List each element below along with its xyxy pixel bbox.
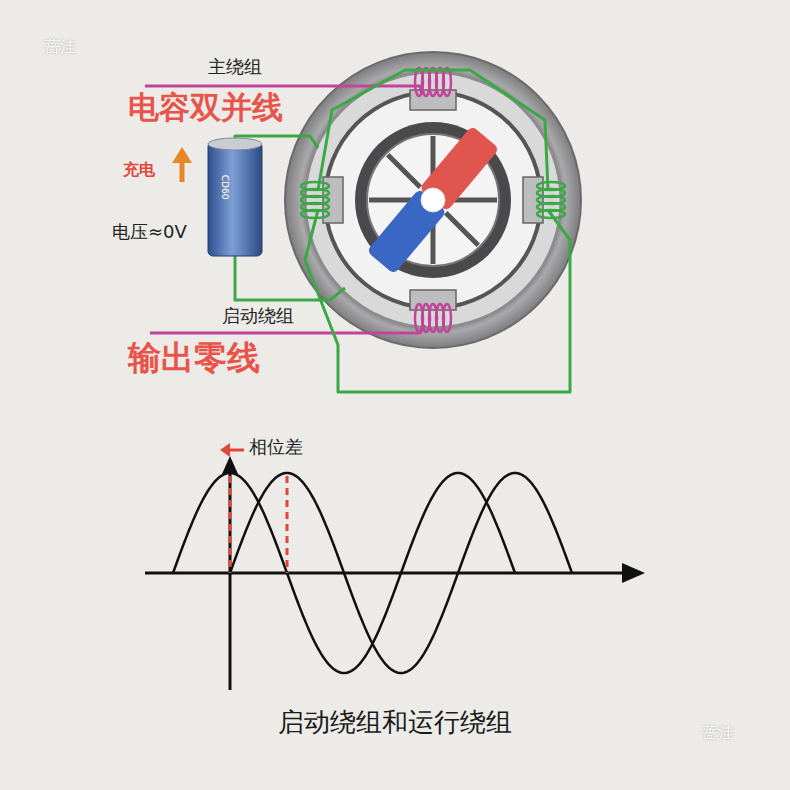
charge-arrowhead xyxy=(172,147,192,163)
phase-marker xyxy=(286,476,289,573)
caption: 启动绕组和运行绕组 xyxy=(278,708,512,738)
start-winding-wire xyxy=(305,210,570,392)
coil-turn xyxy=(443,68,451,96)
stator-inner xyxy=(325,92,541,308)
shaft xyxy=(421,188,445,212)
callout-title: 输出零线 xyxy=(128,339,260,377)
magnet-north xyxy=(419,126,499,212)
watermark: 蔷洼 xyxy=(702,724,734,742)
charge-arrow xyxy=(180,160,185,182)
start-winding-wire xyxy=(318,70,548,190)
rotor-spoke xyxy=(446,213,479,246)
outer-housing xyxy=(285,52,581,348)
magnet-south xyxy=(367,188,447,274)
callout-title: 电容双并线 xyxy=(128,90,283,126)
magnet xyxy=(367,126,500,275)
part-name: 主绕组 xyxy=(208,57,262,78)
y-axis xyxy=(229,470,232,690)
neutral-wire xyxy=(150,325,425,333)
phase-label: 相位差 xyxy=(249,437,303,458)
y-axis-arrowhead xyxy=(222,456,238,474)
phase-chart xyxy=(145,443,645,690)
motor xyxy=(285,52,581,348)
capacitor-wire xyxy=(235,256,345,300)
phase-arrowhead xyxy=(220,443,230,457)
wave-start xyxy=(230,473,572,673)
rotor-spoke xyxy=(388,155,421,188)
voltage-label: 电压≈0V xyxy=(112,222,187,243)
coil-turn xyxy=(443,304,451,332)
capacitor-cap xyxy=(208,138,262,150)
capacitor-body xyxy=(208,142,262,256)
callout-note: 充电 xyxy=(123,161,155,179)
watermark: 蔷洼 xyxy=(44,38,76,56)
rotor-rim xyxy=(355,122,511,278)
x-axis xyxy=(145,572,628,575)
phase-marker xyxy=(229,476,232,573)
capacitor-marking: CD60 xyxy=(219,175,229,200)
x-axis-arrowhead xyxy=(622,563,645,583)
part-name: 启动绕组 xyxy=(222,306,294,327)
